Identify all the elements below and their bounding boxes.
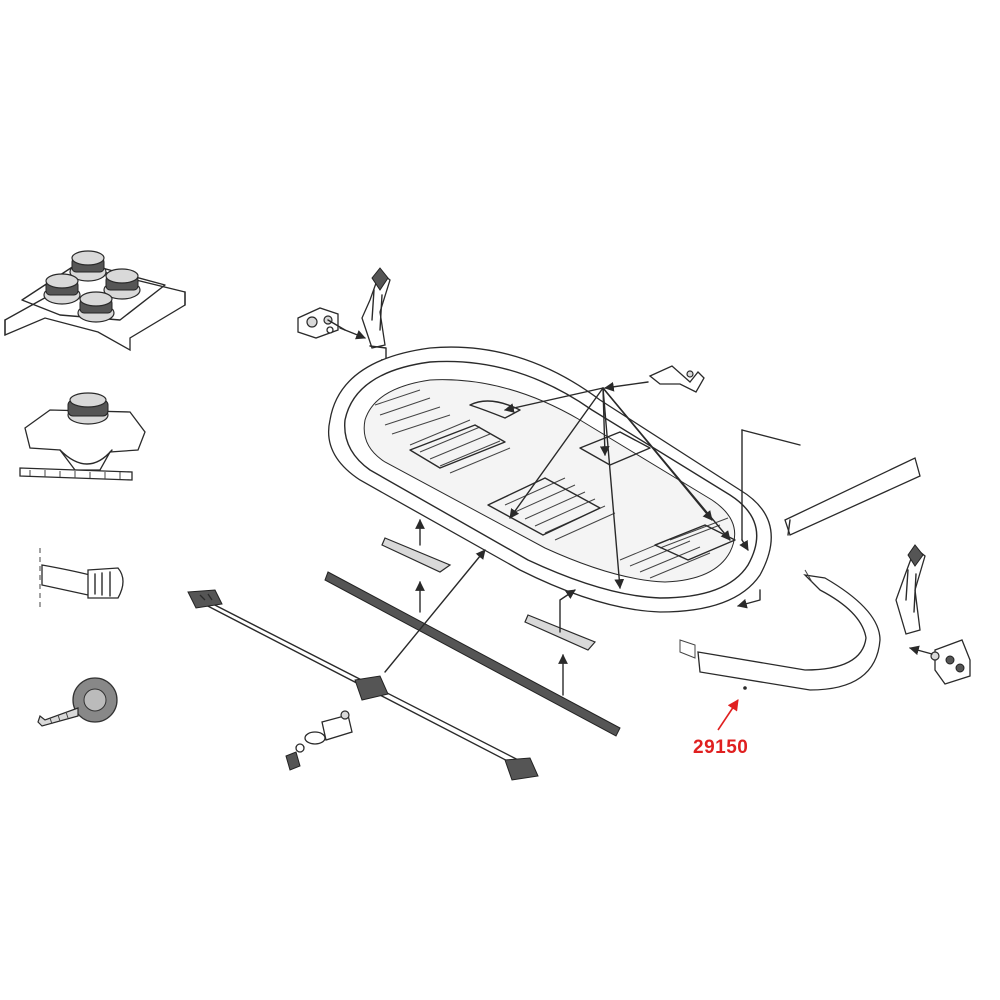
latch-bracket (648, 365, 705, 393)
clamp-with-knob (19, 392, 146, 481)
rim-profile-29150 (679, 569, 881, 691)
part-number-label: 29150 (693, 737, 749, 758)
annotation-arrow (717, 699, 739, 731)
strap-buckle (39, 548, 124, 610)
locking-rod (187, 589, 539, 781)
lock-cylinder-top (297, 307, 346, 339)
hinge-right (895, 544, 926, 635)
strap-right (784, 457, 921, 536)
mounting-bracket-kit (4, 250, 186, 352)
seal-strip (324, 571, 621, 737)
knob (69, 250, 107, 282)
pad-plate-left (381, 537, 452, 573)
callout-lines (504, 387, 801, 589)
lock-hardware (285, 710, 353, 771)
roof-box-base (328, 346, 772, 613)
knob (43, 273, 81, 305)
hinge-top-left (361, 267, 391, 349)
key (37, 677, 118, 727)
lock-cylinder-right (930, 639, 971, 685)
knob (103, 268, 141, 300)
knob (77, 291, 115, 323)
